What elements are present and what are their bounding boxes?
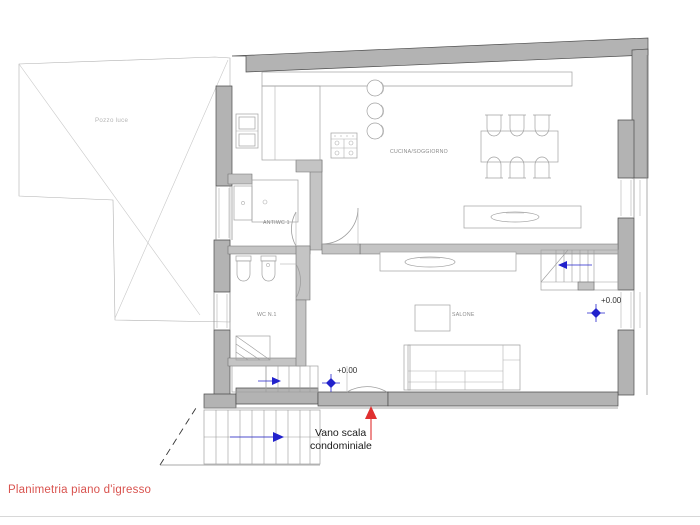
- communal-staircase: [159, 407, 321, 466]
- door-antiwc: [291, 211, 297, 247]
- stairwell-callout: Vano scala condominiale: [310, 406, 377, 452]
- bidet-icon: [260, 255, 277, 282]
- entry-hall: [231, 207, 388, 393]
- blue-diamond-icon-left: [322, 374, 340, 392]
- exterior-walls: [203, 37, 649, 409]
- antiwc-label: ANTIWC 1: [263, 220, 290, 226]
- elevation-marker-right: +0.00: [587, 296, 622, 322]
- cooktop-icon: [330, 132, 358, 159]
- stair-direction-arrow-hall: [258, 377, 281, 385]
- pozzo-luce-label: Pozzo luce: [95, 117, 129, 124]
- svg-text:+0.00: +0.00: [337, 366, 358, 375]
- cucina-soggiorno-room: CUCINA/SOGGIORNO: [261, 71, 582, 229]
- stairwell-callout-line1: Vano scala: [315, 427, 366, 439]
- toilet-icon: [235, 255, 252, 282]
- red-arrow-up-icon: [365, 406, 377, 440]
- wc-room: WC N.1: [235, 255, 301, 361]
- door-wc: [280, 263, 301, 299]
- washbasin-icon: [233, 185, 253, 221]
- shower-icon: [235, 335, 271, 361]
- bottom-divider: [0, 516, 700, 517]
- coffee-table-icon: [414, 304, 451, 332]
- salone-room: SALONE: [379, 249, 619, 391]
- cucina-soggiorno-label: CUCINA/SOGGIORNO: [390, 149, 448, 155]
- dining-table-icon: [480, 114, 559, 179]
- salone-label: SALONE: [452, 312, 475, 318]
- stairwell-callout-line2: condominiale: [310, 440, 372, 452]
- sink-basins-icon: [366, 79, 385, 140]
- door-cucina: [321, 207, 359, 246]
- page-title: Planimetria piano d'igresso: [8, 484, 152, 496]
- antiwc-room: ANTIWC 1: [233, 113, 299, 247]
- break-line: [159, 407, 197, 466]
- sectional-sofa-icon: [403, 344, 521, 391]
- interior-walls: [227, 159, 619, 367]
- window-openings: [216, 180, 632, 328]
- pozzo-luce-area: Pozzo luce: [18, 56, 231, 323]
- hall-stair-treads: [258, 365, 319, 393]
- interior-staircase: [540, 249, 619, 291]
- stair-direction-arrow-interior: [558, 261, 592, 269]
- stair-direction-arrow-communal: [230, 432, 284, 442]
- blue-diamond-icon-right: [587, 304, 605, 322]
- svg-text:+0.00: +0.00: [601, 296, 622, 305]
- elevation-marker-left: +0.00: [322, 366, 358, 392]
- door-entrance: [346, 366, 388, 393]
- sideboard-upper-icon: [463, 205, 582, 229]
- wc-label: WC N.1: [257, 312, 277, 318]
- sideboard-lower-icon: [379, 251, 517, 272]
